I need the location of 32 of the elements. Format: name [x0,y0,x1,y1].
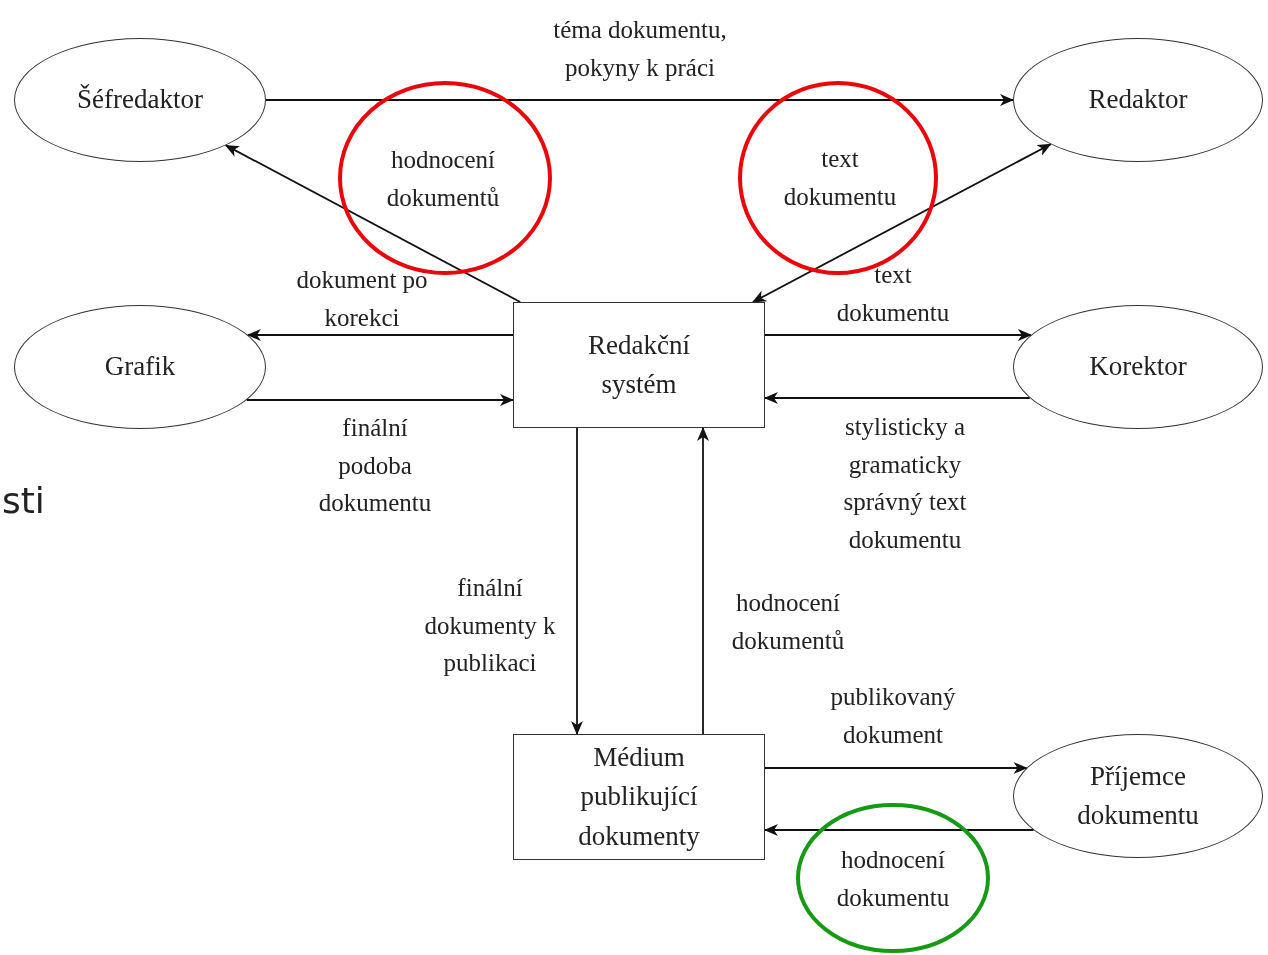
arrow [225,144,522,303]
node-label: Korektor [1089,350,1187,384]
edge-label: publikovaný dokument [829,681,957,749]
edge-label: hodnocení dokumentů [730,587,846,655]
edge-label: dokument po korekci [295,264,429,332]
arrow [246,329,514,341]
arrow [764,392,1031,404]
node-label: Příjemce dokumentu [1076,759,1200,832]
node-label: Šéfredaktor [77,83,203,117]
arrow [571,427,583,735]
arrow [752,143,1052,303]
arrow [764,762,1028,774]
cut-off-text: sti [2,480,45,521]
node-label: Redakční systém [587,328,691,401]
edge-label: text dokumentu [782,143,898,211]
node-label: Grafik [104,350,176,384]
edge-label: finální dokumenty k publikaci [423,572,557,678]
node-label: Redaktor [1088,83,1188,117]
arrow [764,824,1035,836]
edge-label: hodnocení dokumentu [835,844,951,912]
arrow [245,394,514,406]
arrow [265,94,1014,106]
arrow [764,329,1032,341]
edge-label: hodnocení dokumentů [385,144,501,212]
edge-label: téma dokumentu, pokyny k práci [552,14,728,83]
arrow [697,427,709,735]
edge-label: stylisticky a gramaticky správný text dokumentu [842,412,968,555]
edge-label: finální podoba dokumentu [317,412,433,518]
process-box [513,734,765,860]
node-label: Médium publikující dokumenty [577,741,701,853]
process-box [513,302,765,428]
edge-label: text dokumentu [835,259,951,327]
